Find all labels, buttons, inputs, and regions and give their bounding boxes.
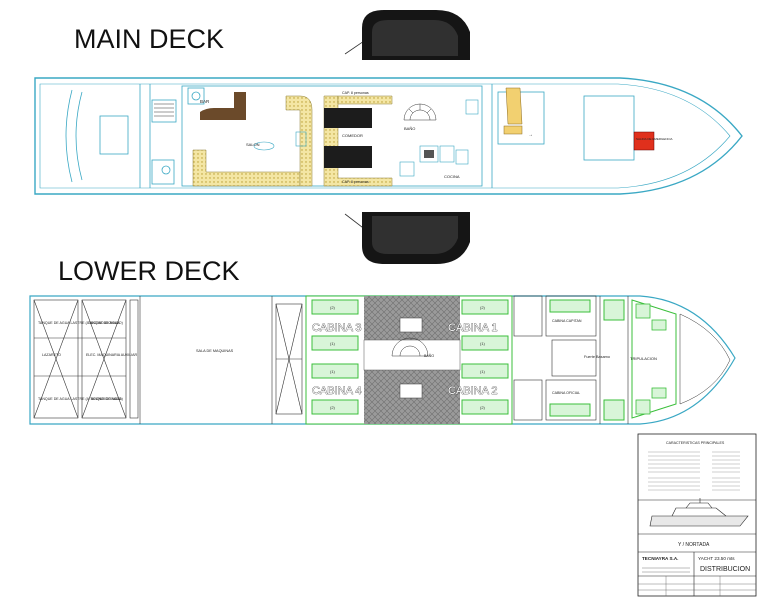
label-fuerte: Fuerte Basamo [584, 355, 610, 359]
yacht-length: YACHT 23.50 mts [698, 556, 735, 561]
main-hull-outline [34, 77, 743, 195]
label-bano: BAÑO [404, 126, 415, 131]
settee-salon-right [285, 95, 313, 187]
label-cabina-2: CABINA 2 [448, 385, 498, 397]
bar-counter [200, 92, 246, 120]
yacht-name: Y / NORTADA [678, 542, 710, 548]
main-deck-title: MAIN DECK [74, 24, 225, 54]
title-block-header: CARACTERISTICAS PRINCIPALES [666, 441, 725, 445]
label-bano-lower: BAÑO [424, 353, 434, 358]
label-tripulacion: TRIPULACION [630, 356, 657, 361]
tender-top [344, 10, 470, 60]
label-salida: SALIDA DE EMERGENCIA [636, 137, 673, 141]
title-block: CARACTERISTICAS PRINCIPALES Y / NORTADA … [637, 433, 757, 597]
helm-console [505, 87, 523, 125]
svg-text:(2): (2) [330, 305, 336, 310]
label-comedor: COMEDOR [342, 133, 363, 138]
spiral-staircase-main [403, 103, 437, 121]
dining-table-bottom [324, 146, 372, 168]
svg-text:(1): (1) [330, 341, 336, 346]
lower-deck-title: LOWER DECK [58, 256, 240, 286]
main-deck: BAR SALON COMEDOR CAP. 8 personas CAP. 8… [34, 10, 743, 264]
label-sala-maquinas: SALA DE MAQUINAS [196, 349, 234, 353]
lower-deck: TANQUE DE AGUA LASTRE (A. ACONDICIONADO)… [29, 295, 736, 425]
label-cap-top: CAP. 8 personas [342, 91, 369, 95]
tender-bottom [344, 212, 470, 264]
label-tanque-br: TANQUE DE AGUA [90, 397, 122, 401]
label-cabina-1: CABINA 1 [448, 322, 498, 334]
svg-text:(1): (1) [480, 341, 486, 346]
company-name: TECNIAYRA S.A. [642, 556, 678, 561]
emergency-exit-hatch [633, 131, 655, 151]
label-cabina-capitan: CABINA CAPITAN [552, 319, 582, 323]
svg-text:(1): (1) [480, 369, 486, 374]
label-salon: SALON [246, 142, 260, 147]
yacht-profile-icon [649, 498, 749, 527]
svg-text:(2): (2) [480, 305, 486, 310]
svg-text:(2): (2) [480, 405, 486, 410]
drawing-title: DISTRIBUCION [700, 566, 750, 573]
dining-table-top [324, 108, 372, 128]
label-cabina-4: CABINA 4 [312, 385, 362, 397]
svg-text:(1): (1) [330, 369, 336, 374]
label-cocina: COCINA [444, 174, 460, 179]
label-bar: BAR [200, 99, 210, 104]
spiral-staircase-lower [391, 337, 429, 357]
label-tanque-bl: TANQUE DE AGUA LASTRE (A. ACONDICIONADO) [38, 397, 123, 401]
label-cabina-3: CABINA 3 [312, 322, 362, 334]
helm-arrow: → [528, 132, 533, 138]
label-tanque-tl: TANQUE DE AGUA LASTRE (A. ACONDICIONADO) [38, 321, 123, 325]
label-cap-bottom: CAP. 8 personas [342, 180, 369, 184]
beds [311, 299, 509, 415]
svg-text:(2): (2) [330, 405, 336, 410]
label-lazareto: LAZARETO [42, 353, 61, 357]
label-tanque-tr: TANQUE DE AGUA [88, 321, 120, 325]
label-cabina-oficial: CABINA OFICIAL [552, 391, 580, 395]
label-elec: ELEC. MAQUINARIA AUXILIAR [86, 353, 138, 357]
